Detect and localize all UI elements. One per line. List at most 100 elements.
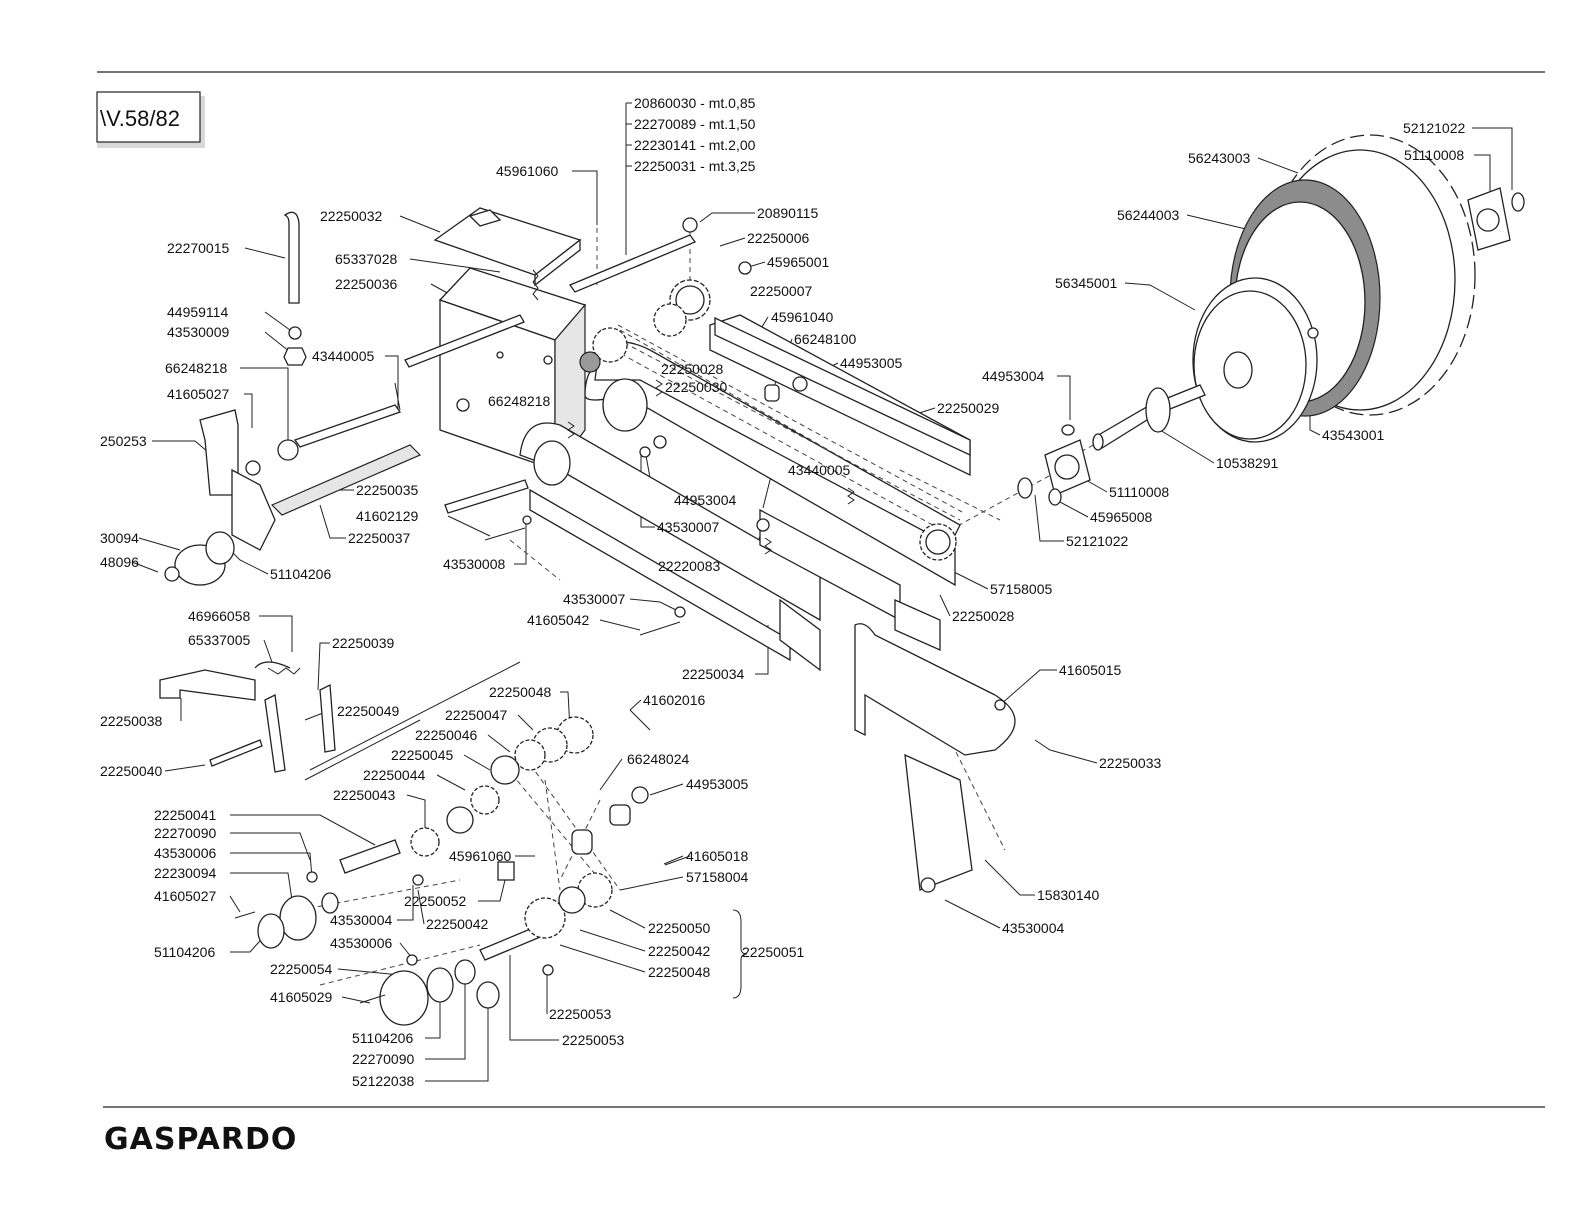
part-label: 46966058 bbox=[188, 608, 251, 624]
part-label: 45965008 bbox=[1090, 509, 1153, 525]
part-label: 22250041 bbox=[154, 807, 217, 823]
part-label: 22250033 bbox=[1099, 755, 1162, 771]
part-label: 41602129 bbox=[356, 508, 419, 524]
part-label: 22250048 bbox=[489, 684, 552, 700]
part-label: 22250038 bbox=[100, 713, 163, 729]
part-label: 250253 bbox=[100, 433, 147, 449]
part-label: 10538291 bbox=[1216, 455, 1279, 471]
part-label: 65337005 bbox=[188, 632, 251, 648]
chain-case bbox=[519, 314, 971, 672]
part-label: 56243003 bbox=[1188, 150, 1251, 166]
brackets bbox=[159, 409, 1016, 976]
part-label: 44953004 bbox=[982, 368, 1045, 384]
bearings-flanges bbox=[164, 187, 1525, 1026]
part-label: 22250052 bbox=[404, 893, 467, 909]
part-label: 22250049 bbox=[337, 703, 400, 719]
part-label: 57158005 bbox=[990, 581, 1053, 597]
part-label: 45961040 bbox=[771, 309, 834, 325]
part-label: 22250030 bbox=[665, 379, 728, 395]
part-label: 51104206 bbox=[352, 1030, 413, 1046]
part-label: 45961060 bbox=[449, 848, 512, 864]
part-label: 22250053 bbox=[549, 1006, 612, 1022]
part-label: 22250028 bbox=[952, 608, 1015, 624]
part-label: 22250037 bbox=[348, 530, 411, 546]
part-label: 22250045 bbox=[391, 747, 454, 763]
part-label: 41605015 bbox=[1059, 662, 1122, 678]
part-label: 22250034 bbox=[682, 666, 745, 682]
part-label: 51110008 bbox=[1404, 147, 1464, 163]
part-label: 22250054 bbox=[270, 961, 333, 977]
springs bbox=[267, 269, 855, 675]
part-label: 20860030 - mt.0,85 bbox=[634, 95, 756, 111]
part-label: 22270015 bbox=[167, 240, 230, 256]
table-reference-tab: \V.58/82 bbox=[96, 91, 205, 148]
part-label: 22220083 bbox=[658, 558, 721, 574]
part-label: 45961060 bbox=[496, 163, 559, 179]
table-reference-text: \V.58/82 bbox=[100, 106, 180, 131]
part-label: 22250050 bbox=[648, 920, 711, 936]
part-label: 41602016 bbox=[643, 692, 706, 708]
part-label: 43543001 bbox=[1322, 427, 1385, 443]
part-label: 52121022 bbox=[1403, 120, 1466, 136]
part-label: 51110008 bbox=[1109, 484, 1169, 500]
part-label: 22250028 bbox=[661, 361, 724, 377]
part-label: 41605029 bbox=[270, 989, 333, 1005]
part-label: 43530004 bbox=[1002, 920, 1065, 936]
part-label: 41605027 bbox=[154, 888, 217, 904]
part-label: 41605042 bbox=[527, 612, 590, 628]
shafts-rods bbox=[209, 211, 697, 961]
part-label: 52121022 bbox=[1066, 533, 1129, 549]
part-label: 44953004 bbox=[674, 492, 737, 508]
part-label: 66248024 bbox=[627, 751, 690, 767]
part-label: 22250047 bbox=[445, 707, 508, 723]
part-label: 22250006 bbox=[747, 230, 810, 246]
part-label: 22250035 bbox=[356, 482, 419, 498]
part-label: 51104206 bbox=[270, 566, 331, 582]
part-label: 30094 bbox=[100, 530, 139, 546]
part-label: 22250051 bbox=[742, 944, 805, 960]
part-label: 22250029 bbox=[937, 400, 1000, 416]
part-label: 22250042 bbox=[648, 943, 711, 959]
part-label: 22250032 bbox=[320, 208, 383, 224]
part-label: 43530006 bbox=[154, 845, 217, 861]
part-label: 22250007 bbox=[750, 283, 813, 299]
part-label: 22250043 bbox=[333, 787, 396, 803]
part-label: 41605018 bbox=[686, 848, 749, 864]
part-label: 44959114 bbox=[167, 304, 228, 320]
part-label: 56345001 bbox=[1055, 275, 1118, 291]
parts-artwork bbox=[131, 102, 1525, 1082]
part-label: 43530007 bbox=[657, 519, 720, 535]
part-label: 15830140 bbox=[1037, 887, 1100, 903]
part-label: 66248218 bbox=[165, 360, 228, 376]
part-label: 44953005 bbox=[686, 776, 749, 792]
part-label: 22270090 bbox=[352, 1051, 415, 1067]
part-label: 45965001 bbox=[767, 254, 830, 270]
part-label: 48096 bbox=[100, 554, 139, 570]
part-label: 56244003 bbox=[1117, 207, 1180, 223]
fasteners bbox=[234, 217, 1006, 1004]
part-label: 52122038 bbox=[352, 1073, 415, 1089]
part-label: 43440005 bbox=[788, 462, 851, 478]
part-label: 22230094 bbox=[154, 865, 217, 881]
part-label: 43530006 bbox=[330, 935, 393, 951]
part-label: 44953005 bbox=[840, 355, 903, 371]
part-label: 51104206 bbox=[154, 944, 215, 960]
part-label: 43530004 bbox=[330, 912, 393, 928]
sprockets bbox=[410, 279, 957, 939]
part-label: 22270090 bbox=[154, 825, 217, 841]
part-label: 20890115 bbox=[757, 205, 818, 221]
part-label: 22250040 bbox=[100, 763, 163, 779]
wheel-assembly bbox=[1092, 134, 1476, 451]
part-label: 22250044 bbox=[363, 767, 426, 783]
part-label: 22250053 bbox=[562, 1032, 625, 1048]
part-label: 22250039 bbox=[332, 635, 395, 651]
part-label: 65337028 bbox=[335, 251, 398, 267]
part-label: 22270089 - mt.1,50 bbox=[634, 116, 756, 132]
chain bbox=[499, 324, 963, 891]
part-label: 22250042 bbox=[426, 916, 489, 932]
part-label: 43530008 bbox=[443, 556, 506, 572]
part-label: 66248218 bbox=[488, 393, 551, 409]
part-label: 22230141 - mt.2,00 bbox=[634, 137, 756, 153]
part-label: 22250031 - mt.3,25 bbox=[634, 158, 756, 174]
